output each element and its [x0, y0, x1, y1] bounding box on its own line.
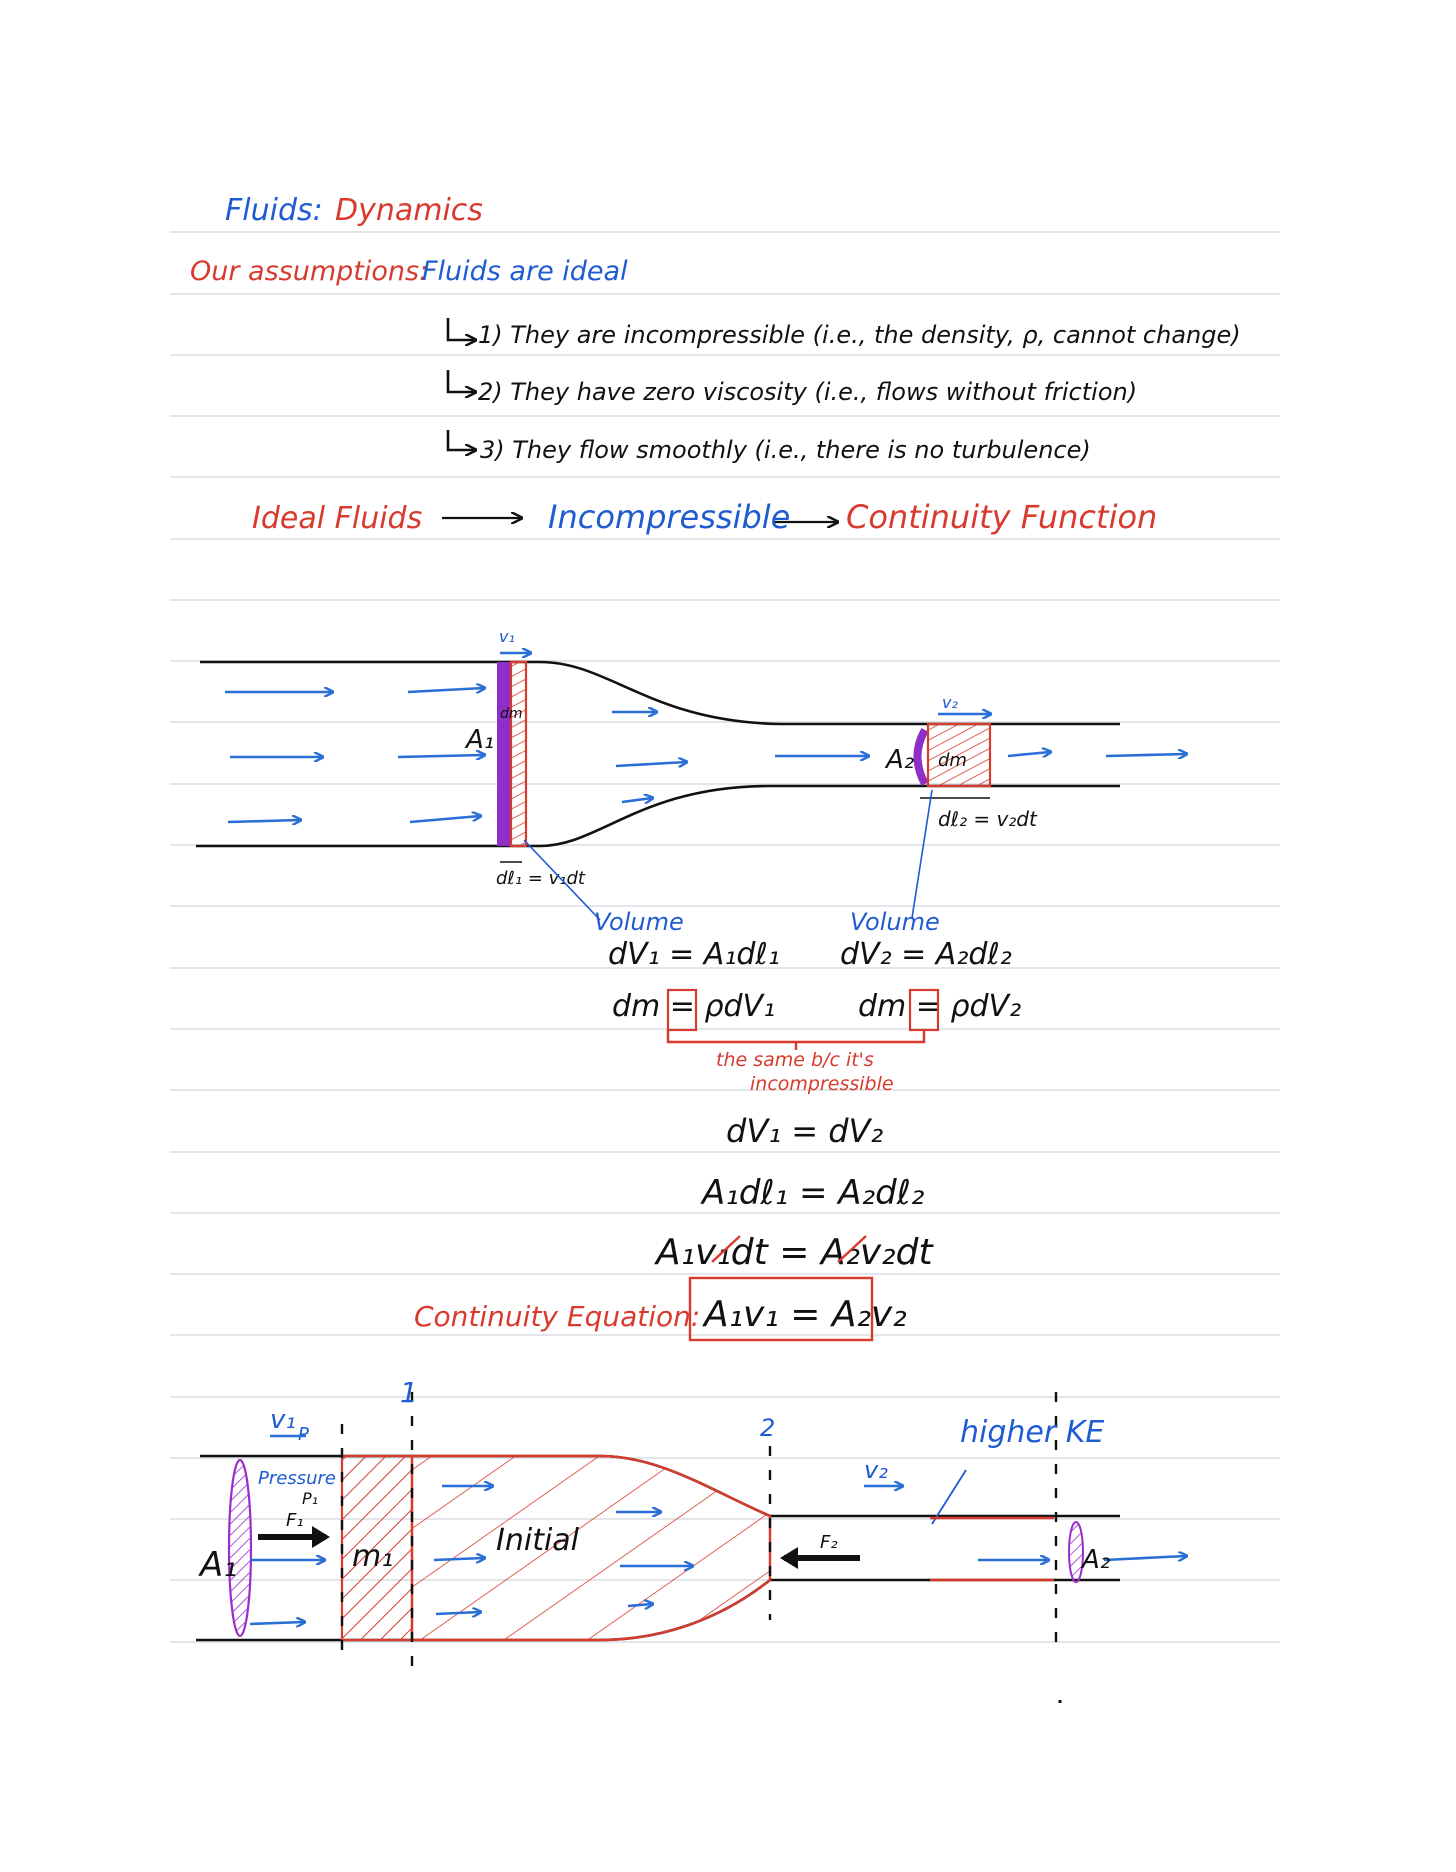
area-a2-purple [913, 728, 929, 786]
chain-ideal-fluids: Ideal Fluids [252, 501, 422, 536]
p-label: P [298, 1424, 309, 1445]
v2-label: v₂ [942, 693, 958, 712]
chain-incompressible: Incompressible [548, 498, 790, 536]
hook-arrow-icon [446, 318, 474, 340]
eq-dm1: dm = ρdV₁ [612, 989, 775, 1024]
v1-label: v₁ [499, 627, 515, 646]
assumption-list: 1) They are incompressible (i.e., the de… [446, 318, 1241, 464]
continuity-label: Continuity Equation: [414, 1300, 700, 1333]
volume-pointer-1 [523, 839, 601, 921]
section-label-1: 1 [400, 1376, 418, 1409]
a2-label-2: A₂ [1080, 1545, 1110, 1575]
dl2-label: dℓ₂ = v₂dt [938, 807, 1038, 831]
title-fluids: Fluids: [225, 193, 323, 228]
dm-slab-2 [926, 722, 992, 788]
chain-continuity-function: Continuity Function [846, 498, 1157, 536]
eq-dm2: dm = ρdV₂ [858, 989, 1021, 1024]
assumptions-label: Our assumptions: [190, 256, 428, 287]
pressure-label: Pressure [258, 1468, 336, 1489]
derivation: dV₁ = A₁dℓ₁ dV₂ = A₂dℓ₂ dm = ρdV₁ dm = ρ… [414, 937, 1021, 1342]
eq-dv1: dV₁ = A₁dℓ₁ [608, 937, 780, 972]
dm-slab-1 [509, 660, 528, 848]
assumption-item-1: 1) They are incompressible (i.e., the de… [478, 321, 1241, 349]
same-bracket [666, 1030, 926, 1044]
area-a1-purple [497, 662, 511, 846]
cancel-dt-1 [711, 1235, 741, 1263]
dm-label-1: dm [500, 706, 523, 722]
eq-step-1: dV₁ = dV₂ [726, 1112, 883, 1150]
cancel-dt-2 [837, 1235, 867, 1263]
volume-pointer-2 [911, 789, 933, 919]
assumption-item-2: 2) They have zero viscosity (i.e., flows… [478, 378, 1137, 406]
higher-ke-label: higher KE [960, 1415, 1104, 1450]
hook-arrow-icon [446, 430, 474, 450]
a1-label-2: A₁ [198, 1545, 237, 1585]
v1-label-2: v₁ [270, 1405, 296, 1435]
m1-label: m₁ [352, 1539, 393, 1574]
title-dynamics: Dynamics [335, 193, 483, 228]
hook-arrow-icon [446, 370, 474, 392]
continuity-box [688, 1276, 874, 1342]
volume-label-2: Volume [850, 908, 940, 936]
a2-label: A₂ [884, 745, 914, 775]
assumptions-text: Fluids are ideal [422, 256, 628, 287]
rho-box-1 [666, 988, 698, 1032]
area-a2-ellipse [1068, 1521, 1084, 1583]
eq-dv2: dV₂ = A₂dℓ₂ [840, 937, 1012, 972]
f1-label: F₁ [286, 1510, 304, 1531]
eq-step-3: A₁v₁dt = A₂v₂dt [654, 1232, 934, 1273]
pipe-diagram-2: 1 2 v₁ P v₂ higher KE Pressure P₁ F₁ A₁ … [196, 1376, 1186, 1703]
note-line-2: incompressible [750, 1073, 894, 1095]
f2-label: F₂ [820, 1532, 838, 1553]
initial-label: Initial [496, 1523, 580, 1558]
mass-region-m1 [342, 1456, 412, 1640]
pipe-diagram-1: v₁ dm A₁ dℓ₁ = v₁dt v₂ dm A₂ dℓ₂ = v₂dt … [196, 627, 1186, 936]
dm-label-2: dm [938, 750, 967, 771]
note-line-1: the same b/c it's [716, 1049, 874, 1071]
eq-step-2: A₁dℓ₁ = A₂dℓ₂ [700, 1173, 925, 1213]
p1-label: P₁ [302, 1489, 318, 1508]
section-label-2: 2 [760, 1414, 775, 1442]
a1-label: A₁ [464, 725, 494, 755]
area-a1-ellipse [227, 1458, 253, 1638]
dl1-label: dℓ₁ = v₁dt [496, 868, 586, 889]
assumption-item-3: 3) They flow smoothly (i.e., there is no… [480, 436, 1091, 464]
volume-label-1: Volume [594, 908, 684, 936]
v2-label-2: v₂ [864, 1456, 888, 1484]
initial-region [410, 1454, 772, 1642]
continuity-equation: A₁v₁ = A₂v₂ [702, 1294, 907, 1335]
